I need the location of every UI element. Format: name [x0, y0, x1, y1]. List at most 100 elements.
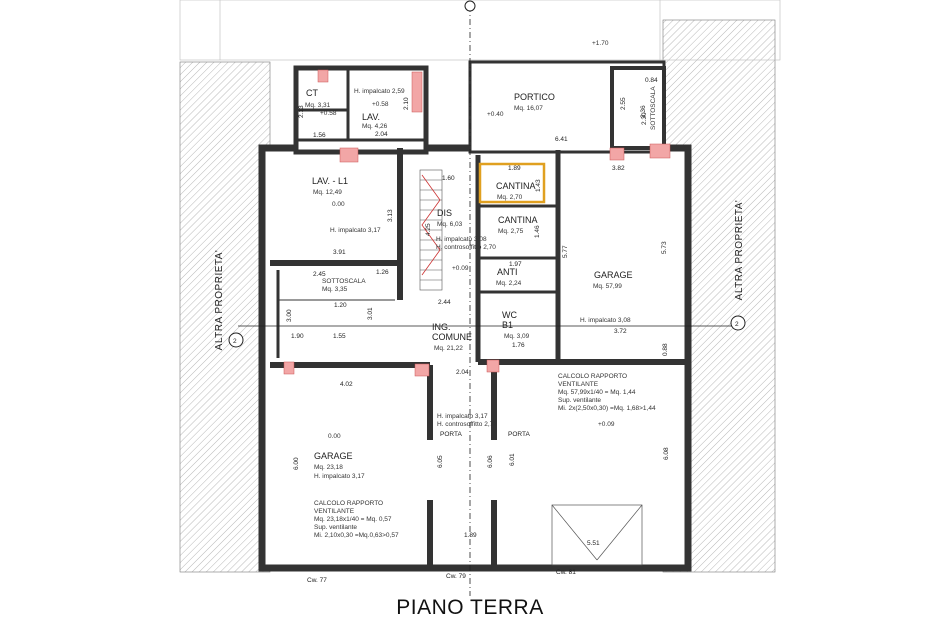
- dimensions-d605-label: 6.05: [437, 455, 444, 468]
- dimensions-d084-label: 0.84: [645, 77, 658, 84]
- stair: [419, 169, 443, 291]
- rooms-garage-right-calc-calc3-label: Mq. 57,99x1/40 = Mq. 1,44: [558, 389, 636, 396]
- rooms-anti-area-label: Mq. 2,24: [496, 280, 522, 287]
- rooms-garage-left-calc5-label: Mi. 2,10x0,30 =Mq.0,63>0,57: [314, 532, 399, 539]
- rooms-cantina1-area-label: Mq. 2,70: [497, 194, 523, 201]
- section-marker-left: 2: [233, 338, 237, 345]
- dimensions-d146-label: 1.46: [534, 225, 541, 238]
- rooms-garage-left-calc3-label: Mq. 23,18x1/40 = Mq. 0,57: [314, 516, 392, 523]
- rooms-cantina1-name-label: CANTINA: [496, 181, 536, 191]
- rooms-garage-left-note-label: H. impalcato 3,17: [314, 473, 365, 480]
- rooms-lav-l1-name-label: LAV. - L1: [312, 176, 348, 186]
- level-portico: +0.40: [487, 111, 504, 118]
- room-lav: H. impalcato 2,59 LAV. Mq. 4,26: [354, 88, 405, 130]
- rooms-ing-name2-label: COMUNE: [432, 332, 472, 342]
- dimensions-d606-label: 6.06: [487, 455, 494, 468]
- dimensions-cw77-label: Cw. 77: [307, 577, 327, 584]
- room-garage-left: GARAGE Mq. 23,18 H. impalcato 3,17 CALCO…: [314, 451, 399, 539]
- rooms-lav-note-label: H. impalcato 2,59: [354, 88, 405, 95]
- room-garage-right: GARAGE Mq. 57,99 H. impalcato 3,08: [580, 270, 633, 324]
- rooms-garage-right-note-label: H. impalcato 3,08: [580, 317, 631, 324]
- rooms-lav-l1-note-label: H. impalcato 3,17: [330, 227, 381, 234]
- dimensions-d600-label: 6.00: [293, 457, 300, 470]
- dimensions-d402-label: 4.02: [340, 381, 353, 388]
- section-markers: 2 2: [228, 0, 746, 348]
- level-ct: +0.58: [320, 110, 337, 117]
- dimensions-d425-label: 4.25: [425, 223, 432, 236]
- dimensions-d391-label: 3.91: [333, 249, 346, 256]
- dimensions: 2.13 1.56 2.04 2.10 6.41 2.55 0.84 2.36 …: [286, 77, 670, 584]
- rooms-lav-area-label: Mq. 4,26: [362, 123, 388, 130]
- room-ingresso-comune: ING. COMUNE Mq. 21,22 H. impalcato 3,17 …: [432, 322, 497, 428]
- dimensions-d236-label: 2.36: [640, 105, 647, 118]
- rooms-wc-name-label: WC: [502, 310, 517, 320]
- dimensions-cw79-label: Cw. 79: [446, 573, 466, 580]
- room-portico: PORTICO Mq. 16,07: [514, 92, 555, 112]
- dimensions-d204-label: 2.04: [375, 131, 388, 138]
- rooms-garage-right-calc-calc2-label: VENTILANTE: [558, 381, 599, 388]
- level-lav: +0.58: [372, 101, 389, 108]
- dimensions-d244-label: 2.44: [438, 299, 451, 306]
- rooms-garage-left-calc1-label: CALCOLO RAPPORTO: [314, 500, 383, 507]
- dimensions-d156-label: 1.56: [313, 132, 326, 139]
- page-title: PIANO TERRA: [396, 596, 544, 619]
- garage-door: [551, 504, 643, 566]
- dimensions-d372-label: 3.72: [614, 328, 627, 335]
- rooms-wc-area-label: Mq. 3,09: [504, 333, 530, 340]
- interior-walls: [270, 68, 688, 568]
- dimensions-cw81-label: Cw. 81: [556, 569, 576, 576]
- dimensions-d573-label: 5.73: [661, 241, 668, 254]
- dimensions-d189-label: 1.89: [508, 165, 521, 172]
- dimensions-d245-label: 2.45: [313, 271, 326, 278]
- level-top-right: +1.70: [592, 40, 609, 47]
- rooms-anti-name-label: ANTI: [497, 267, 518, 277]
- garage-right-calculation: CALCOLO RAPPORTO VENTILANTE Mq. 57,99x1/…: [558, 373, 656, 412]
- rooms-lav-l1-area-label: Mq. 12,49: [313, 189, 342, 196]
- rooms-garage-right-calc-calc1-label: CALCOLO RAPPORTO: [558, 373, 627, 380]
- level-marks: +1.70 +0.58 +0.58 +0.40 0.00 +0.09 0.00 …: [320, 40, 615, 440]
- level-garage-right: +0.09: [598, 421, 615, 428]
- room-anti: ANTI Mq. 2,24: [496, 267, 522, 287]
- dimensions-d608-label: 6.08: [663, 447, 670, 460]
- room-ct: CT Mq. 3,31: [305, 88, 331, 109]
- dimensions-d213-label: 2.13: [298, 105, 305, 118]
- axis-lines: [238, 6, 738, 596]
- room-dis: DIS Mq. 6,03 H. impalcato 3,08 H. contro…: [436, 208, 496, 251]
- rooms-dis-note1-label: H. impalcato 3,08: [436, 236, 487, 243]
- rooms-garage-right-calc-calc4-label: Sup. ventilante: [558, 397, 601, 404]
- dimensions-d601-label: 6.01: [509, 453, 516, 466]
- rooms-garage-left-name-label: GARAGE: [314, 451, 353, 461]
- dimensions-d577-label: 5.77: [562, 245, 569, 258]
- room-cantina-2: CANTINA Mq. 2,75: [498, 215, 538, 235]
- cantina-highlight: [478, 162, 546, 204]
- dimensions-d210-label: 2.10: [403, 97, 410, 110]
- dimensions-d641-label: 6.41: [555, 136, 568, 143]
- building-walls: [258, 60, 692, 572]
- dimensions-d189b-label: 1.89: [464, 532, 477, 539]
- section-marker-right: 2: [735, 321, 739, 328]
- room-wc: WC B1 Mq. 3,09: [502, 310, 530, 340]
- rooms-garage-left-area-label: Mq. 23,18: [314, 464, 343, 471]
- rooms-cantina2-name-label: CANTINA: [498, 215, 538, 225]
- dimensions-d301-label: 3.01: [367, 307, 374, 320]
- rooms-garage-right-name-label: GARAGE: [594, 270, 633, 280]
- dimensions-d382-label: 3.82: [612, 165, 625, 172]
- new-walls: [283, 69, 671, 377]
- rooms-garage-left-calc4-label: Sup. ventilante: [314, 524, 357, 531]
- dimensions-d197-label: 1.97: [509, 261, 522, 268]
- rooms-lav-name-label: LAV.: [362, 112, 380, 122]
- rooms-ing-note1-label: H. impalcato 3,17: [437, 413, 488, 420]
- dimensions-d190-label: 1.90: [291, 333, 304, 340]
- rooms-sottoscala-top-area-label: 2.30: [641, 112, 648, 125]
- room-cantina-1: CANTINA Mq. 2,70: [496, 181, 536, 201]
- dimensions-d160-label: 1.60: [442, 175, 455, 182]
- level-dis: +0.09: [452, 265, 469, 272]
- right-side-label: ALTRA PROPRIETA': [734, 200, 745, 301]
- level-garage-left: 0.00: [328, 433, 341, 440]
- dimensions-d088-label: 0.88: [662, 343, 669, 356]
- rooms-ing-note2-label: H. controsoffitto 2,79: [437, 421, 497, 428]
- rooms-portico-area-label: Mq. 16,07: [514, 105, 543, 112]
- left-side-label: ALTRA PROPRIETA': [214, 250, 225, 351]
- rooms-dis-name-label: DIS: [437, 208, 452, 218]
